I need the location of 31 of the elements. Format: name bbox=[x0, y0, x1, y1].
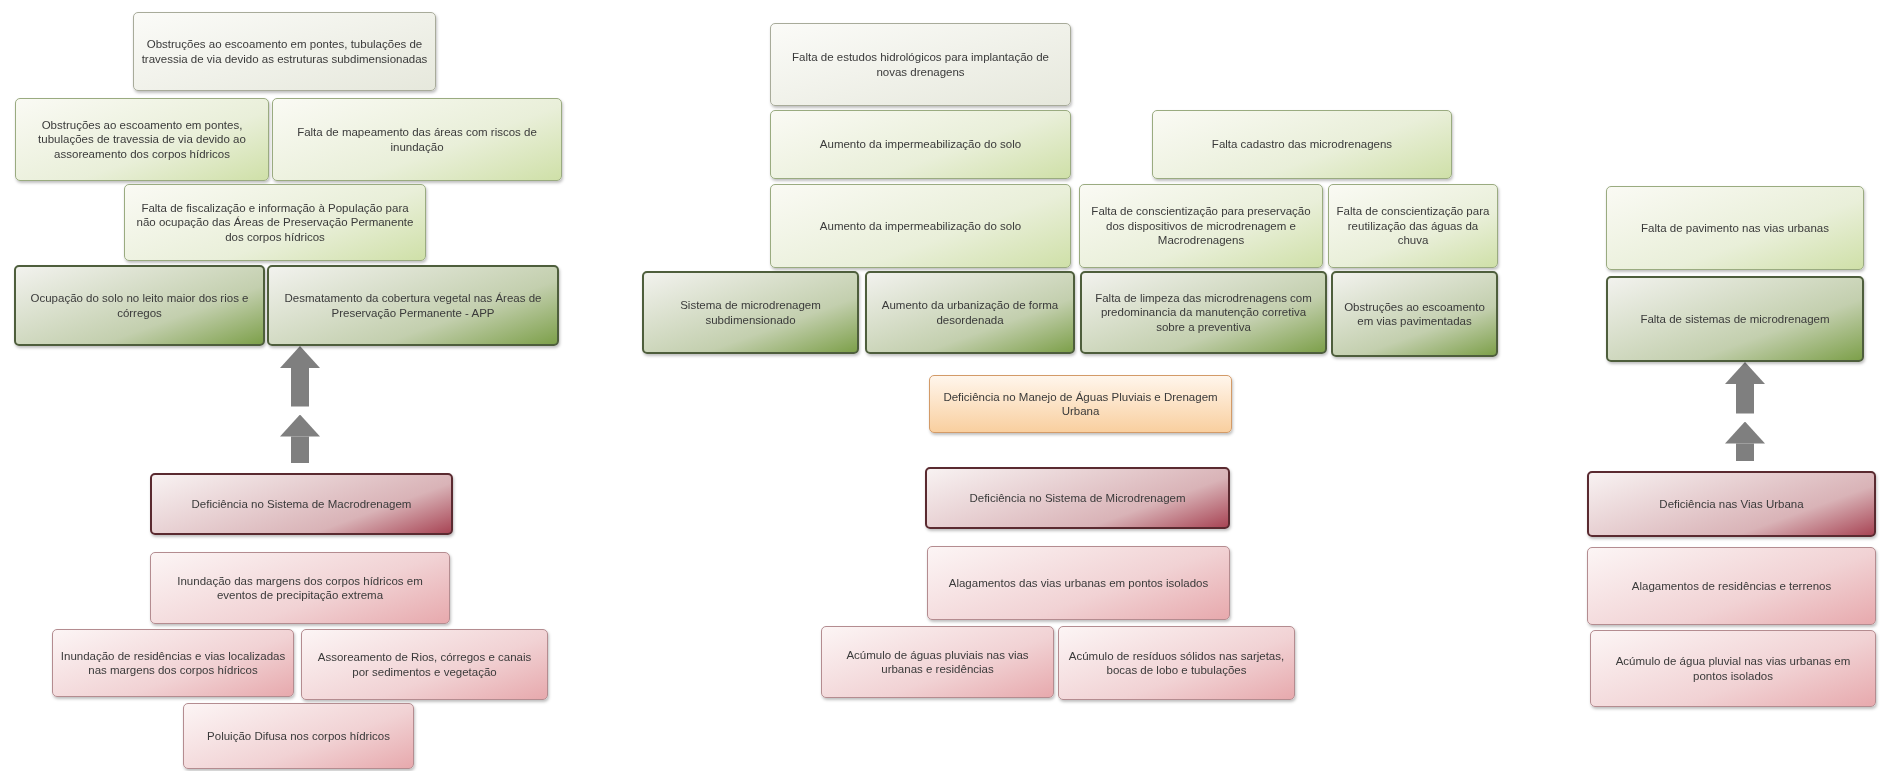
cause-box: Desmatamento da cobertura vegetal nas Áreas de Preservação Permanente - APP bbox=[267, 265, 559, 346]
problem-box: Deficiência no Sistema de Microdrenagem bbox=[925, 467, 1230, 529]
cause-box: Aumento da urbanização de forma desordenada bbox=[865, 271, 1075, 354]
effect-box: Inundação das margens dos corpos hídricos em eventos de precipitação extrema bbox=[150, 552, 450, 624]
cause-box: Falta de mapeamento das áreas com riscos de inundação bbox=[272, 98, 562, 181]
effect-box: Acúmulo de água pluvial nas vias urbanas em pontos isolados bbox=[1590, 630, 1876, 707]
problem-box: Deficiência no Sistema de Macrodrenagem bbox=[150, 473, 453, 535]
effect-box: Alagamentos de residências e terrenos bbox=[1587, 547, 1876, 625]
cause-box: Falta de fiscalização e informação à População para não ocupação das Áreas de Preservação Permanente dos corpos hídricos bbox=[124, 184, 426, 261]
effect-box: Assoreamento de Rios, córregos e canais por sedimentos e vegetação bbox=[301, 629, 548, 700]
cause-box: Obstruções ao escoamento em pontes, tubulações de travessia de via devido ao assoreamento dos corpos hídricos bbox=[15, 98, 269, 181]
effect-box: Inundação de residências e vias localizadas nas margens dos corpos hídricos bbox=[52, 629, 294, 697]
problem-box: Deficiência nas Vias Urbana bbox=[1587, 471, 1876, 537]
cause-box: Falta de conscientização para preservação dos dispositivos de microdrenagem e Macrodrenagens bbox=[1079, 184, 1323, 268]
cause-box: Aumento da impermeabilização do solo bbox=[770, 110, 1071, 179]
cause-box: Falta de sistemas de microdrenagem bbox=[1606, 276, 1864, 362]
cause-box: Falta cadastro das microdrenagens bbox=[1152, 110, 1452, 179]
effect-box: Acúmulo de águas pluviais nas vias urbanas e residências bbox=[821, 626, 1054, 698]
theme-box: Deficiência no Manejo de Águas Pluviais e Drenagem Urbana bbox=[929, 375, 1232, 433]
cause-box: Ocupação do solo no leito maior dos rios e córregos bbox=[14, 265, 265, 346]
cause-box: Falta de limpeza das microdrenagens com predominancia da manutenção corretiva sobre a preventiva bbox=[1080, 271, 1327, 354]
effect-box: Acúmulo de resíduos sólidos nas sarjetas, bocas de lobo e tubulações bbox=[1058, 626, 1295, 700]
cause-box: Aumento da impermeabilização do solo bbox=[770, 184, 1071, 268]
effect-box: Alagamentos das vias urbanas em pontos isolados bbox=[927, 546, 1230, 620]
cause-box: Falta de estudos hidrológicos para implantação de novas drenagens bbox=[770, 23, 1071, 106]
effect-box: Poluição Difusa nos corpos hídricos bbox=[183, 703, 414, 769]
cause-box: Sistema de microdrenagem subdimensionado bbox=[642, 271, 859, 354]
cause-box: Falta de conscientização para reutilização das águas da chuva bbox=[1328, 184, 1498, 268]
cause-box: Obstruções ao escoamento em pontes, tubulações de travessia de via devido as estruturas subdimensionadas bbox=[133, 12, 436, 91]
cause-box: Falta de pavimento nas vias urbanas bbox=[1606, 186, 1864, 270]
cause-box: Obstruções ao escoamento em vias pavimentadas bbox=[1331, 271, 1498, 357]
